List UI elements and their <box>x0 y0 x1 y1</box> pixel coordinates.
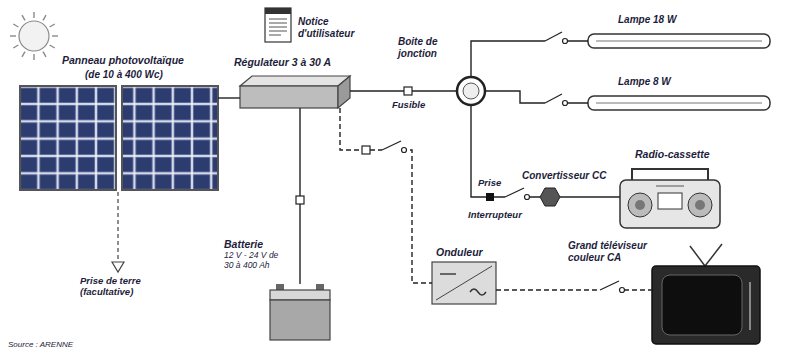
component-label: Régulateur 3 à 30 A <box>234 56 331 68</box>
wire <box>560 196 620 197</box>
lamp: Lampe 18 W <box>588 34 770 48</box>
inverter-box <box>432 262 496 304</box>
switch-label: Interrupteur <box>468 210 522 221</box>
lamp: Lampe 8 W <box>588 96 770 110</box>
sun-ray <box>13 24 18 27</box>
component-label: Panneau photovoltaïque <box>62 54 184 66</box>
tv-icon <box>652 244 760 344</box>
ground-symbol <box>112 192 124 272</box>
component-label: 12 V - 24 V de 30 à 400 Ah <box>224 251 290 271</box>
radio-cassette: Radio-cassette <box>620 168 720 228</box>
sun-ray <box>22 52 25 57</box>
component-label: Lampe 8 W <box>618 76 671 88</box>
inverter: Onduleur <box>432 262 496 304</box>
sun-ray <box>13 45 18 48</box>
component-label: (de 10 à 400 Wc) <box>85 69 163 81</box>
sun-ray <box>10 35 16 36</box>
sun-ray <box>43 15 46 20</box>
battery-icon <box>270 284 330 340</box>
socket-symbol <box>486 193 494 201</box>
component-label: Batterie <box>224 238 263 250</box>
sun-ray <box>43 52 46 57</box>
dashed-wire <box>496 289 652 290</box>
component-label: Grand téléviseur couleur CA <box>568 240 648 263</box>
source-note: Source : ARENNE <box>8 340 73 349</box>
sun-ray <box>52 35 58 36</box>
wire <box>218 97 240 98</box>
fuse-label: Fusible <box>392 100 425 111</box>
notice-label: Notice d'utilisateur <box>298 16 370 39</box>
component-label: Boite de jonction <box>398 36 458 59</box>
dashed-wire <box>340 108 432 283</box>
socket-label: Prise <box>478 178 501 189</box>
battery: Batterie12 V - 24 V de 30 à 400 Ah <box>270 284 330 340</box>
notice-icon <box>265 8 291 42</box>
sun-ray <box>33 12 34 18</box>
wire <box>486 91 588 103</box>
junction-box <box>457 77 485 105</box>
sun-icon <box>10 12 58 60</box>
component-label: Radio-cassette <box>635 148 710 160</box>
sun-ray <box>33 54 34 60</box>
component-label: Lampe 18 W <box>618 14 676 26</box>
component-label: Convertisseur CC <box>522 170 606 182</box>
sun-ray <box>22 15 25 20</box>
regulator-box <box>240 76 350 108</box>
ground-label: Prise de terre (facultative) <box>80 276 164 298</box>
sun-ray <box>50 45 55 48</box>
radio-cassette-icon <box>620 169 720 228</box>
junction-box: Boite de jonction <box>456 76 486 106</box>
solar-panel: Panneau photovoltaïque(de 10 à 400 Wc) <box>20 86 218 190</box>
television: Grand téléviseur couleur CA <box>652 266 760 348</box>
dc-converter: Convertisseur CC <box>540 188 560 206</box>
regulator: Régulateur 3 à 30 A <box>240 76 350 108</box>
lamp-tube <box>588 34 770 110</box>
wire <box>471 41 588 76</box>
wire <box>350 90 456 91</box>
component-label: Onduleur <box>436 246 483 258</box>
wire <box>471 106 540 197</box>
solar-panel <box>20 86 218 190</box>
converter-hexagon <box>540 188 560 206</box>
sun-ray <box>50 24 55 27</box>
